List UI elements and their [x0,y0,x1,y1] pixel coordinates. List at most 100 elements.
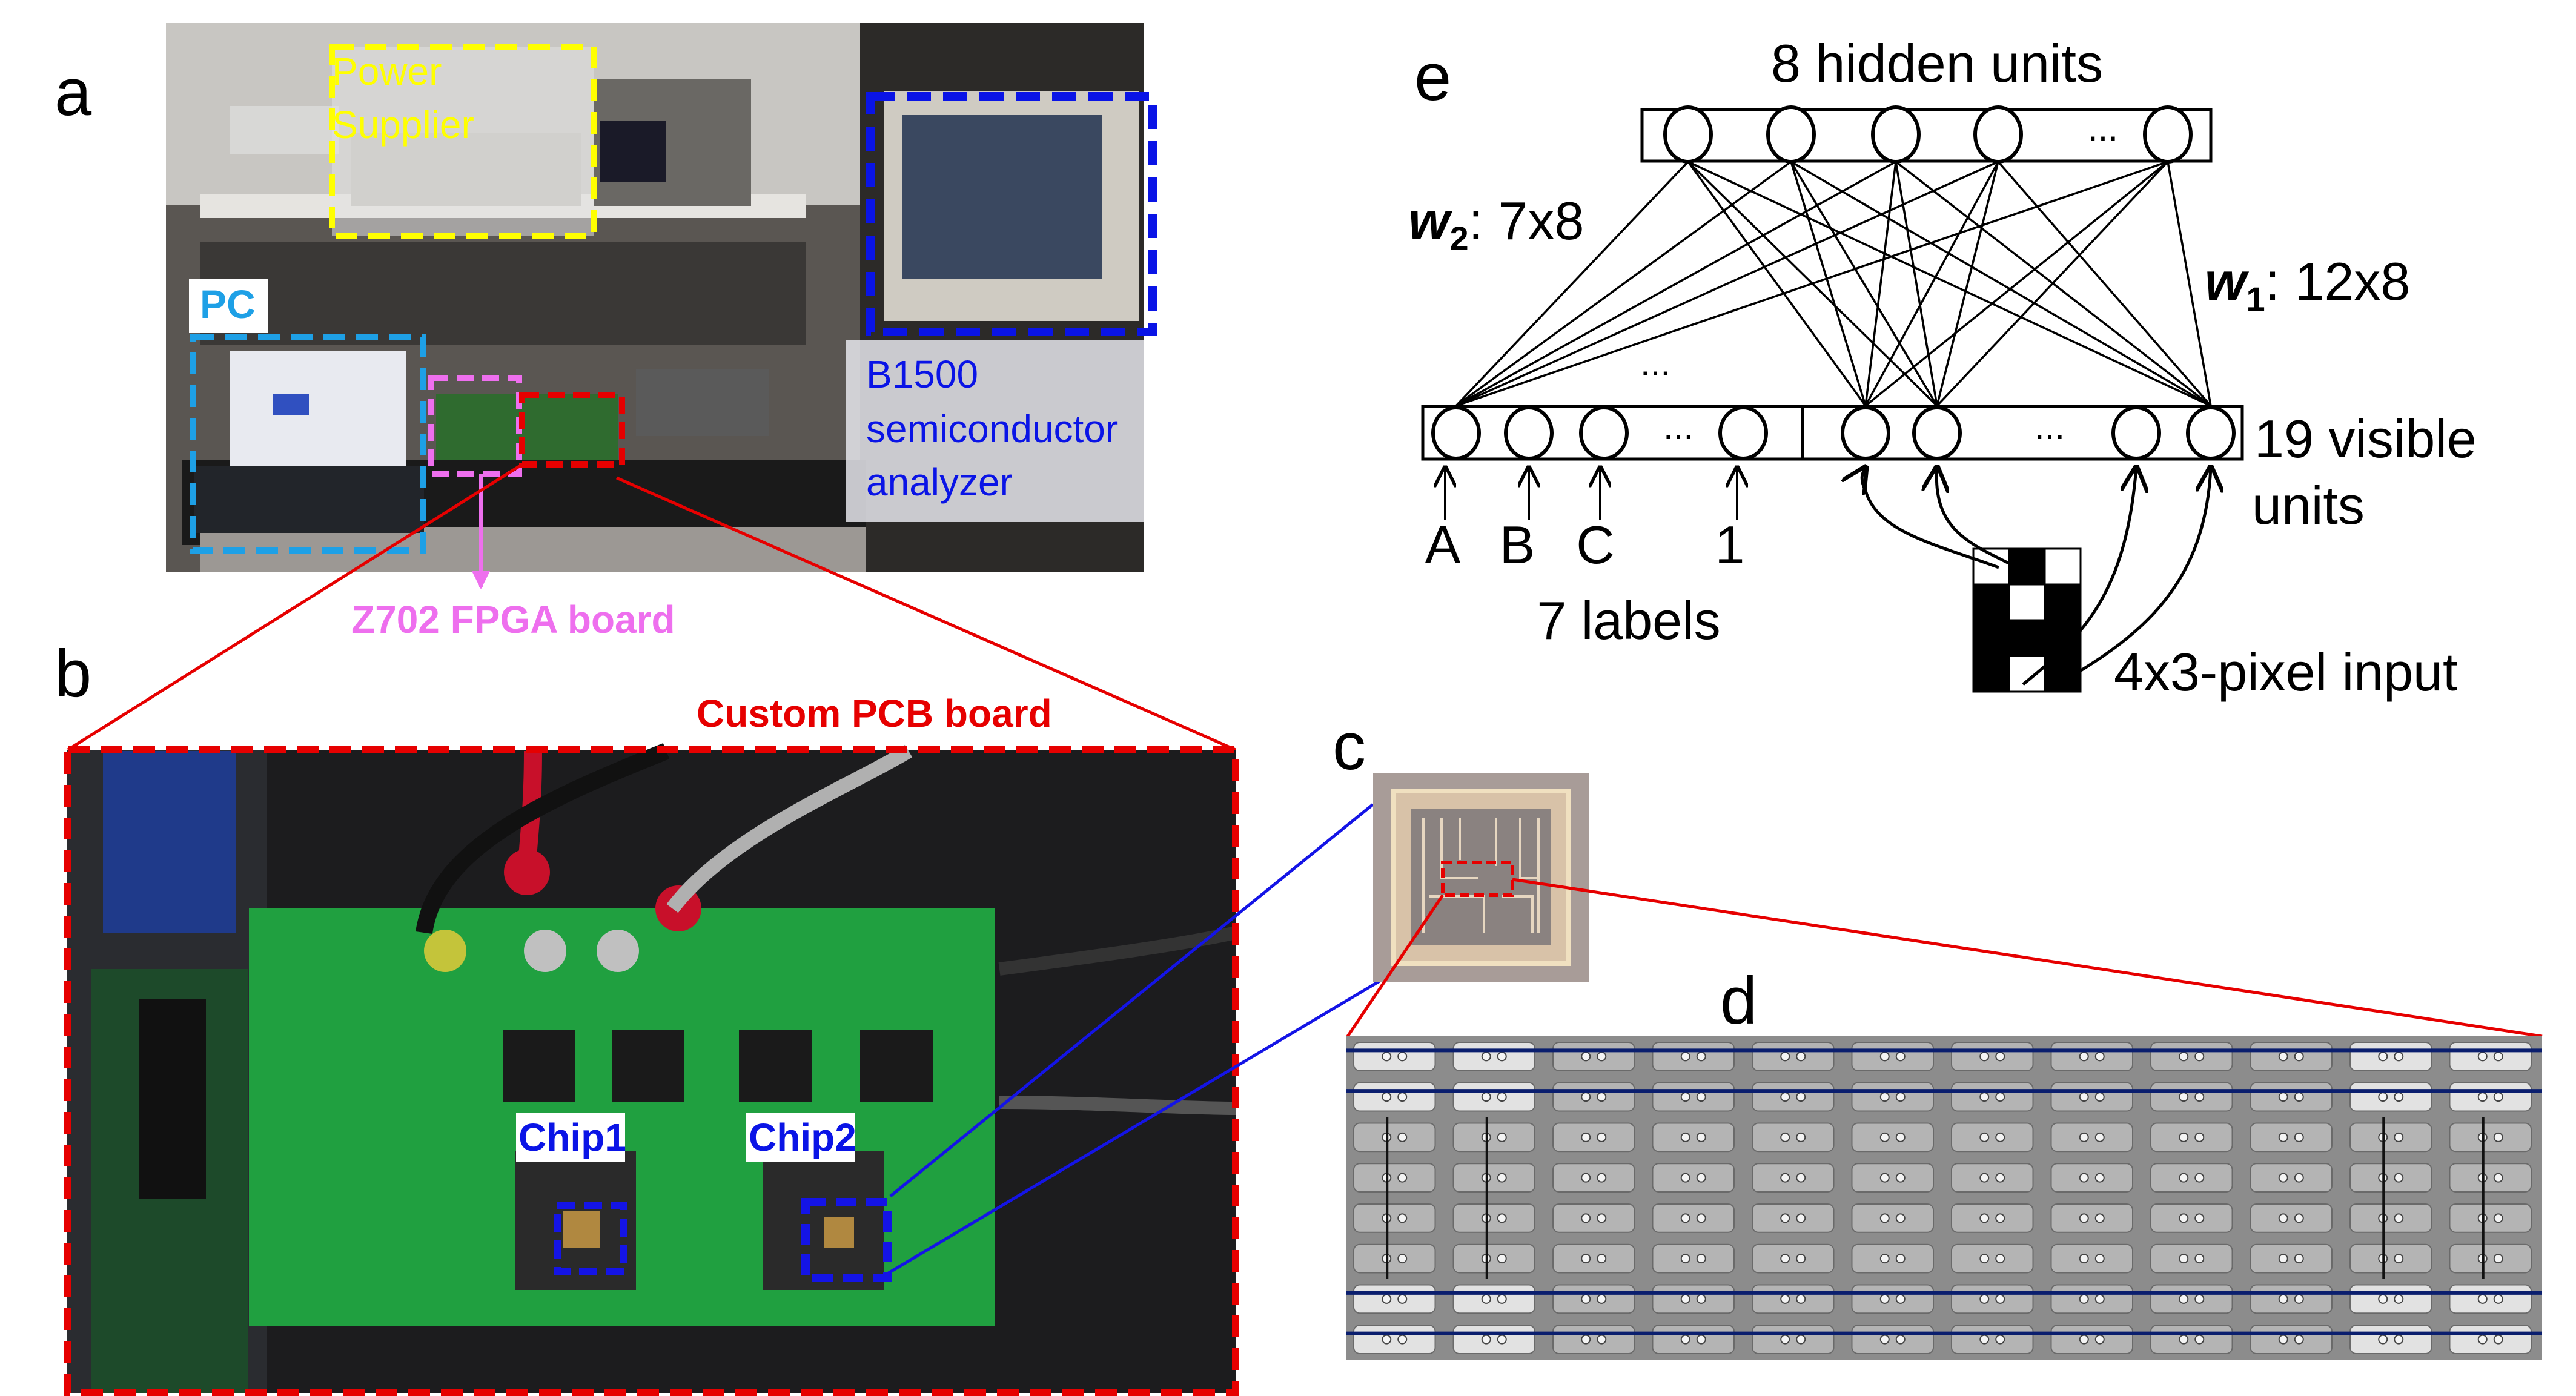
panel-label-a: a [55,55,92,130]
via [1481,1051,1491,1062]
via [2294,1092,2304,1102]
visible-units-label: 19 visible [2254,409,2477,469]
device-cell [2449,1243,2532,1274]
via [1979,1294,1990,1304]
device-cell [2150,1163,2233,1193]
via [1581,1132,1591,1142]
weight-line [1455,160,1689,407]
device-cell [1652,1082,1735,1112]
device-cell [2050,1163,2133,1193]
device-cell [1353,1122,1436,1153]
via [2493,1132,2503,1142]
device-cell [2050,1325,2133,1354]
via [1780,1334,1790,1345]
device-cell [2050,1122,2133,1153]
via [2294,1294,2304,1304]
label-input-arrows [1445,468,1737,520]
via [1780,1092,1790,1102]
via [2394,1132,2404,1142]
device-cell [1752,1325,1835,1354]
array-box [1441,861,1514,897]
device-cell [1452,1325,1535,1354]
w2-symbol: w [1408,191,1453,251]
device-cell [2050,1284,2133,1314]
via [1680,1173,1690,1183]
lab-setup-photo [166,23,1144,572]
via [1581,1092,1591,1102]
via [2079,1092,2089,1102]
via [2294,1173,2304,1183]
pixel-input-title: 4x3-pixel input [2114,642,2457,702]
device-array-image [1346,1036,2542,1360]
via [2179,1092,2189,1102]
device-cell [1552,1082,1635,1112]
via [1796,1092,1806,1102]
panel-label-e: e [1414,40,1451,114]
device-cell [2150,1122,2233,1153]
hidden-layer-box [1640,108,2213,163]
device-cell [1752,1243,1835,1274]
via [1979,1334,1990,1345]
zoom-line-array-right [1512,878,2543,1038]
via [1696,1173,1706,1183]
visible-unit-node [2186,406,2236,460]
via [1680,1254,1690,1264]
device-cell [2449,1082,2532,1112]
hidden-ellipsis: ... [2088,108,2118,148]
device-cell [2050,1042,2133,1071]
via [2493,1294,2503,1304]
device-cell [1552,1325,1635,1354]
via [2278,1254,2288,1264]
via [2477,1294,2488,1304]
power-supplier-label: Power [332,50,442,93]
pixel-input-grid [1972,547,2082,693]
device-cell [2449,1203,2532,1233]
device-cell [1652,1122,1735,1153]
via [2394,1173,2404,1183]
via [2278,1092,2288,1102]
w2-dims: : 7x8 [1469,191,1584,251]
panel-label-d: d [1720,964,1757,1038]
weight-line [1864,161,1999,406]
label-b: B [1500,515,1535,575]
via [1979,1254,1990,1264]
visible-unit-node [1841,406,1890,460]
pixel-black [1972,655,2010,693]
via [1895,1334,1906,1345]
via [1581,1254,1591,1264]
via [1796,1051,1806,1062]
via [1696,1051,1706,1062]
device-cell [1552,1163,1635,1193]
via [1581,1051,1591,1062]
via [1879,1294,1890,1304]
hidden-unit-node [1766,105,1816,164]
via [1497,1173,1507,1183]
via [1780,1132,1790,1142]
chip2-label-bg [746,1113,855,1162]
via [1481,1092,1491,1102]
via [1995,1213,2005,1223]
device-cell [1652,1284,1735,1314]
label-1: 1 [1715,515,1745,575]
via [1895,1213,1906,1223]
device-cell [1851,1163,1934,1193]
device-cell [1752,1163,1835,1193]
connections-ellipsis: ... [1640,343,1670,383]
weight-connections [1455,160,2212,407]
via [2294,1213,2304,1223]
via [1780,1051,1790,1062]
hidden-unit-node [1663,105,1713,164]
via [2477,1092,2488,1102]
chip2-label: Chip2 [749,1116,856,1159]
device-cell [2150,1082,2233,1112]
device-cell [2050,1203,2133,1233]
via [2194,1132,2205,1142]
device-cell [1951,1284,2034,1314]
via [1895,1294,1906,1304]
device-cell [1951,1325,2034,1354]
pixel-black [1972,619,2010,657]
device-cell [2150,1284,2233,1314]
via [1397,1092,1408,1102]
device-cell [1353,1325,1436,1354]
